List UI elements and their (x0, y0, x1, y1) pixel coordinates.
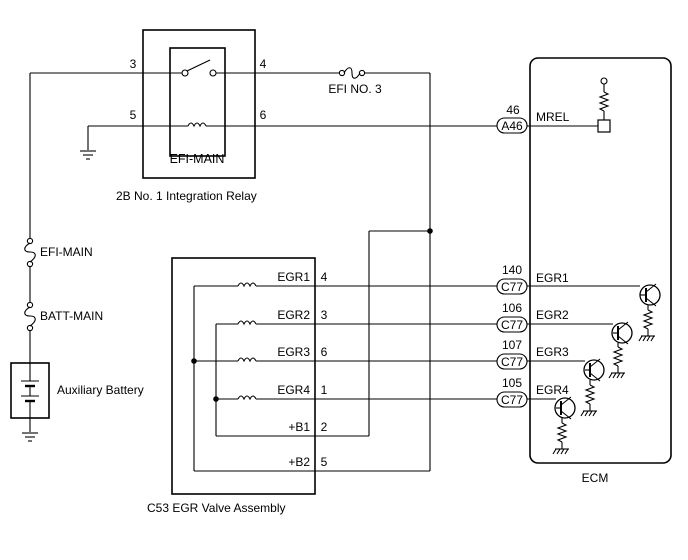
relay-caption: 2B No. 1 Integration Relay (116, 189, 257, 203)
b1-terminal-pin: 2 (321, 420, 328, 434)
relay-pin-6: 6 (260, 108, 267, 122)
b2-terminal-pin: 5 (321, 455, 328, 469)
egr-valve-caption: C53 EGR Valve Assembly (147, 501, 286, 515)
resistor-icon (612, 346, 624, 367)
efi-no3-label: EFI NO. 3 (328, 82, 382, 96)
egr3-transistor-icon (527, 358, 605, 417)
relay-inner-box (169, 47, 226, 157)
mrel-pullup (527, 77, 611, 133)
relay-switch-icon (181, 59, 217, 77)
batt-main-fuse-label: BATT-MAIN (40, 309, 103, 323)
egr1-connector-label: C77 (501, 280, 523, 294)
egr1-transistor-icon (527, 283, 661, 342)
egr3-ecm-pin: 107 (502, 338, 522, 352)
power-wires (29, 72, 497, 471)
integration-relay: EFI-MAIN 3 4 5 6 2B No. 1 Integration Re… (116, 29, 267, 203)
egr3-ecm-signal: EGR3 (536, 345, 569, 359)
relay-outer-box (142, 29, 256, 179)
ecm-connectors: A46 46 MREL C77 140 EGR1 C77 106 EGR2 C7… (496, 103, 570, 408)
egr2-terminal-label: EGR2 (277, 308, 310, 322)
resistor-icon (598, 91, 610, 112)
egr2-terminal-pin: 3 (321, 308, 328, 322)
mrel-signal: MREL (536, 110, 570, 124)
egr4-coil-icon (237, 395, 257, 401)
egr4-ecm-signal: EGR4 (536, 383, 569, 397)
egr2-ecm-signal: EGR2 (536, 308, 569, 322)
fuse-icon (343, 67, 361, 79)
relay-pin-4: 4 (260, 57, 267, 71)
batt-main-fuse: BATT-MAIN (24, 301, 103, 332)
mrel-pin: 46 (506, 103, 520, 117)
egr4-connector-label: C77 (501, 393, 523, 407)
egr1-terminal-label: EGR1 (277, 270, 310, 284)
resistor-icon (584, 384, 596, 405)
fuse-icon (24, 242, 36, 263)
egr1-ecm-signal: EGR1 (536, 271, 569, 285)
mrel-connector-label: A46 (501, 119, 523, 133)
egr-valve-internal-wires (191, 285, 315, 472)
ecm-box (529, 57, 672, 464)
egr1-coil-icon (237, 282, 257, 288)
egr2-transistor-icon (527, 321, 633, 379)
egr4-terminal-label: EGR4 (277, 383, 310, 397)
egr-valve-box (171, 257, 316, 495)
egr4-terminal-pin: 1 (321, 383, 328, 397)
relay-ground-icon (80, 150, 96, 160)
relay-name: EFI-MAIN (170, 152, 225, 166)
ecm-drivers (527, 283, 661, 455)
egr3-terminal-label: EGR3 (277, 345, 310, 359)
b2-terminal-label: +B2 (288, 455, 310, 469)
egr-external-wires (315, 228, 497, 472)
efi-main-fuse-label: EFI-MAIN (40, 245, 93, 259)
junction-dot (427, 228, 433, 234)
egr2-coil-icon (237, 320, 257, 326)
auxiliary-battery: Auxiliary Battery (10, 362, 144, 419)
egr3-connector-label: C77 (501, 355, 523, 369)
efi-no3-fuse: EFI NO. 3 (328, 67, 382, 96)
egr4-ecm-pin: 105 (502, 376, 522, 390)
battery-icon (21, 363, 39, 418)
fuse-icon (24, 306, 36, 327)
ecm: ECM (527, 57, 672, 485)
battery-label: Auxiliary Battery (57, 383, 144, 397)
egr2-connector: C77 106 EGR2 (496, 301, 569, 333)
egr-valve-assembly: C53 EGR Valve Assembly EGR1 EGR2 EGR3 EG… (147, 257, 328, 515)
egr3-terminal-pin: 6 (321, 345, 328, 359)
battery-ground-icon (22, 432, 38, 442)
efi-main-fuse: EFI-MAIN (24, 237, 93, 268)
resistor-icon (642, 309, 654, 330)
egr1-terminal-pin: 4 (321, 270, 328, 284)
egr2-connector-label: C77 (501, 318, 523, 332)
egr4-transistor-icon (527, 396, 576, 455)
b1-terminal-label: +B1 (288, 420, 310, 434)
egr3-coil-icon (237, 357, 257, 363)
relay-pin-3: 3 (130, 57, 137, 71)
ecm-label: ECM (582, 471, 609, 485)
egr1-connector: C77 140 EGR1 (496, 263, 569, 295)
relay-coil-icon (187, 122, 207, 128)
egr1-ecm-pin: 140 (502, 263, 522, 277)
egr2-ecm-pin: 106 (502, 301, 522, 315)
relay-pin-5: 5 (130, 108, 137, 122)
egr3-connector: C77 107 EGR3 (496, 338, 569, 370)
resistor-icon (556, 422, 568, 443)
mrel-connector: A46 46 MREL (496, 103, 570, 134)
